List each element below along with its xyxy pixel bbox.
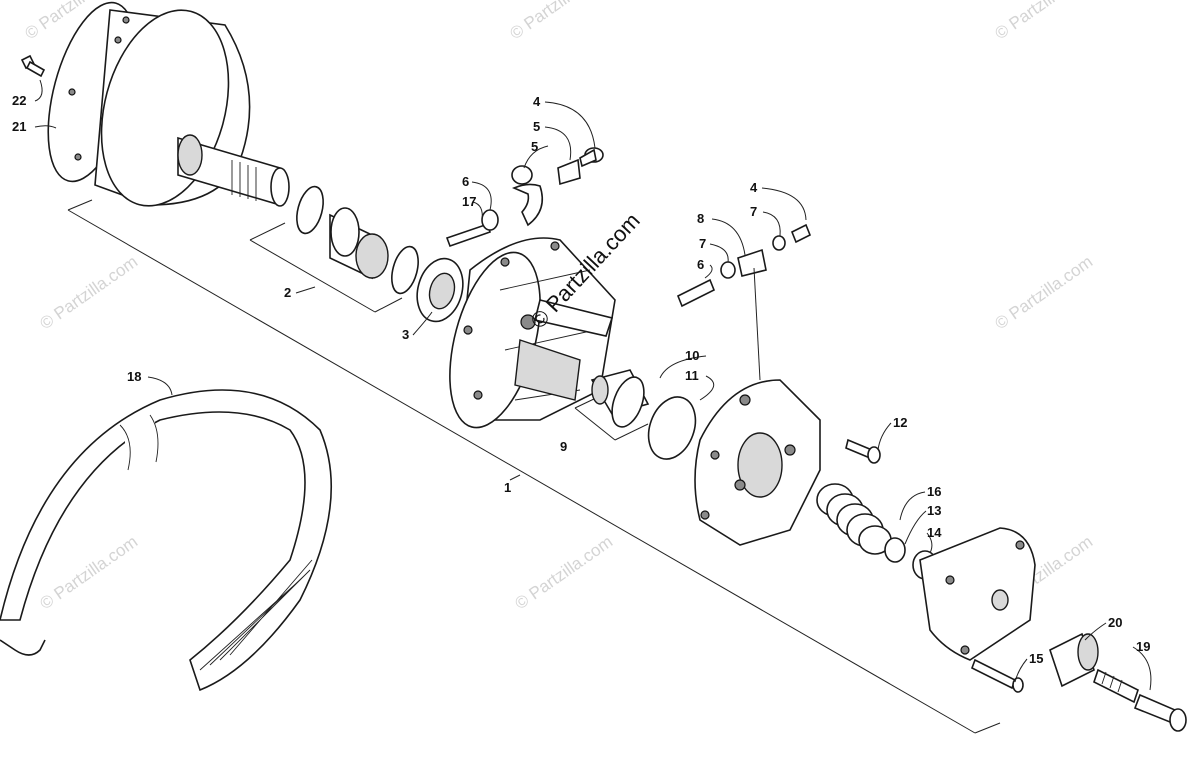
callout-label: 5 xyxy=(531,139,538,154)
callout-label: 7 xyxy=(699,236,706,251)
drive-belt-18 xyxy=(0,389,333,692)
roller-arm-17 xyxy=(511,165,544,227)
callout-label: 5 xyxy=(533,119,540,134)
watermark-text: © Partzilla.com xyxy=(36,532,141,613)
spider-cam xyxy=(694,379,821,546)
bolt-15 xyxy=(970,658,1024,693)
fixed-sheave xyxy=(47,1,290,207)
watermark-text: © Partzilla.com xyxy=(511,532,616,613)
callout-label: 11 xyxy=(685,368,699,383)
callout-label: 17 xyxy=(462,194,476,209)
ring-assembly-9 xyxy=(574,369,697,460)
pin-and-washer-upper xyxy=(445,209,499,248)
callout-label: 22 xyxy=(12,93,26,108)
callout-label: 14 xyxy=(927,525,942,540)
callout-label: 12 xyxy=(893,415,907,430)
callout-leaders xyxy=(34,79,1152,691)
watermark-text: © Partzilla.com xyxy=(991,0,1096,43)
callout-label: 1 xyxy=(504,480,511,495)
assembly-bracket-1 xyxy=(67,199,1001,734)
bolt-4-upper xyxy=(557,147,604,186)
callout-label: 16 xyxy=(927,484,941,499)
callout-label: 10 xyxy=(685,348,699,363)
callout-label: 2 xyxy=(284,285,291,300)
watermark-text: © Partzilla.com xyxy=(991,252,1096,333)
movable-sheave xyxy=(449,237,616,429)
spring-16 xyxy=(816,483,892,555)
callout-label: 3 xyxy=(402,327,409,342)
screw-22 xyxy=(20,54,46,78)
callout-label: 4 xyxy=(750,180,758,195)
callout-label: 6 xyxy=(697,257,704,272)
bolt-12 xyxy=(845,438,881,464)
watermark-text: © Partzilla.com xyxy=(506,0,611,43)
callout-label: 6 xyxy=(462,174,469,189)
watermark-text: © Partzilla.com xyxy=(36,252,141,333)
callout-label: 8 xyxy=(697,211,704,226)
bushing-20-bolt-19 xyxy=(1049,632,1187,732)
callout-label: 18 xyxy=(127,369,141,384)
callout-label: 9 xyxy=(560,439,567,454)
pin-group-lower xyxy=(676,223,812,308)
bushing-assembly-2 xyxy=(249,185,419,313)
callout-label: 19 xyxy=(1136,639,1150,654)
callout-labels: 1 2 3 4 5 6 17 5 8 7 4 7 6 10 11 9 12 16… xyxy=(12,93,1150,666)
callout-label: 13 xyxy=(927,503,941,518)
callout-label: 15 xyxy=(1029,651,1043,666)
callout-label: 21 xyxy=(12,119,26,134)
callout-label: 20 xyxy=(1108,615,1122,630)
bearing-3 xyxy=(416,257,464,323)
callout-label: 4 xyxy=(533,94,541,109)
cover-plate xyxy=(919,527,1036,661)
callout-label: 7 xyxy=(750,204,757,219)
